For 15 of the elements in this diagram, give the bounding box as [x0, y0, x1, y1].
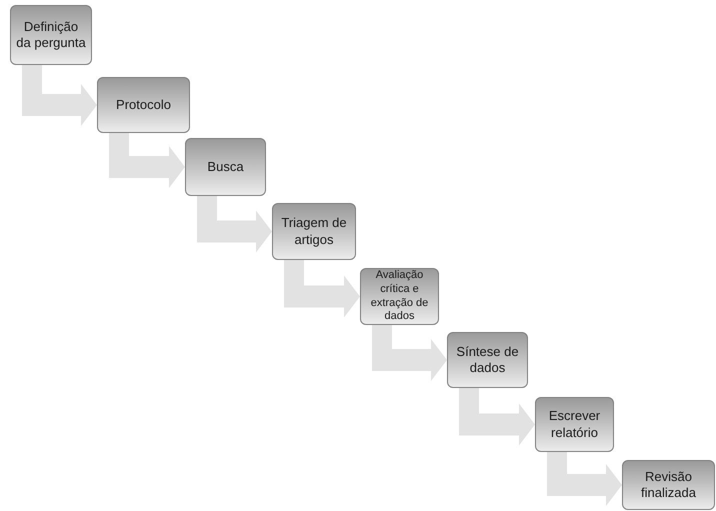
- process-box: Avaliação crítica e extração de dados: [360, 268, 439, 325]
- arrow: [284, 260, 360, 318]
- process-box: Definição da pergunta: [10, 5, 92, 65]
- process-box: Escrever relatório: [535, 397, 614, 452]
- arrow: [109, 133, 185, 188]
- process-box: Busca: [185, 138, 266, 196]
- arrow: [22, 65, 97, 126]
- process-box: Revisão finalizada: [622, 460, 715, 510]
- process-box: Triagem de artigos: [272, 203, 356, 260]
- arrow: [547, 452, 622, 506]
- arrow: [197, 196, 272, 252]
- arrow: [459, 388, 535, 446]
- process-box: Síntese de dados: [447, 332, 528, 388]
- process-box: Protocolo: [97, 77, 190, 133]
- arrow: [372, 325, 447, 381]
